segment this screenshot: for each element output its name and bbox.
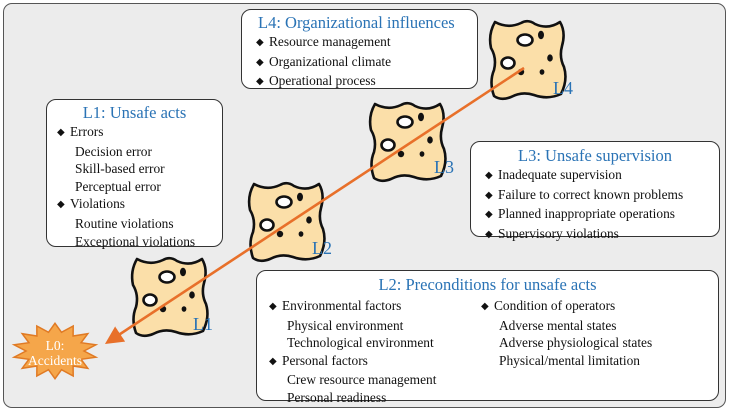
l3-item: Planned inappropriate operations [485, 205, 719, 225]
l3-title: L3: Unsafe supervision [518, 146, 672, 165]
l2-personal-factors: Personal factors [269, 352, 436, 372]
l3-item: Inadequate supervision [485, 166, 719, 186]
l1-errors: Errors [57, 123, 222, 143]
l2-condition-item: Adverse mental states [499, 317, 617, 333]
l4-item: Resource management [256, 33, 477, 53]
l2-env-factors: Environmental factors [269, 297, 436, 317]
l1-list: Errors Decision error Skill-based error … [57, 123, 222, 250]
l2-env-item: Technological environment [287, 335, 434, 351]
l2-condition-item: Physical/mental limitation [499, 352, 640, 368]
l2-condition-item: Adverse physiological states [499, 335, 653, 351]
accident-label: L0: Accidents [20, 338, 90, 368]
l2-title: L2: Preconditions for unsafe acts [378, 275, 597, 294]
l2-env-item: Physical environment [287, 317, 404, 333]
l4-organizational-influences-box: L4: Organizational influences Resource m… [241, 9, 478, 89]
l1-unsafe-acts-box: L1: Unsafe acts Errors Decision error Sk… [46, 99, 223, 250]
l4-list: Resource management Organizational clima… [256, 33, 477, 92]
accident-burst [11, 322, 99, 380]
l2-preconditions-box: L2: Preconditions for unsafe acts Enviro… [256, 270, 719, 405]
l4-item: Organizational climate [256, 53, 477, 73]
level-label-l1: L1 [193, 314, 213, 334]
l2-personal-item: Crew resource management [287, 372, 437, 388]
l1-error-item: Perceptual error [75, 178, 161, 194]
l1-violation-item: Routine violations [75, 215, 174, 231]
l4-title: L4: Organizational influences [258, 13, 455, 32]
level-label-l4: L4 [553, 78, 573, 98]
accident-label-line1: L0: [45, 338, 65, 353]
l3-item: Failure to correct known problems [485, 186, 719, 206]
l3-list: Inadequate supervision Failure to correc… [485, 166, 719, 244]
l1-violation-item: Exceptional violations [75, 233, 196, 249]
l2-right-column: Condition of operators Adverse mental st… [481, 297, 652, 369]
l1-error-item: Skill-based error [75, 161, 165, 177]
l4-item: Operational process [256, 72, 477, 92]
accident-trajectory-arrow [104, 66, 525, 345]
l2-condition-of-operators: Condition of operators [481, 297, 652, 317]
l1-error-item: Decision error [75, 143, 152, 159]
l3-unsafe-supervision-box: L3: Unsafe supervision Inadequate superv… [470, 141, 720, 241]
level-label-l2: L2 [312, 238, 332, 258]
accident-label-line2: Accidents [28, 353, 82, 368]
level-label-l3: L3 [434, 157, 454, 177]
l2-left-column: Environmental factors Physical environme… [269, 297, 436, 407]
l3-item: Supervisory violations [485, 225, 719, 245]
l1-title: L1: Unsafe acts [82, 103, 187, 122]
l2-personal-item: Personal readiness [287, 389, 387, 405]
l1-violations: Violations [57, 195, 222, 215]
